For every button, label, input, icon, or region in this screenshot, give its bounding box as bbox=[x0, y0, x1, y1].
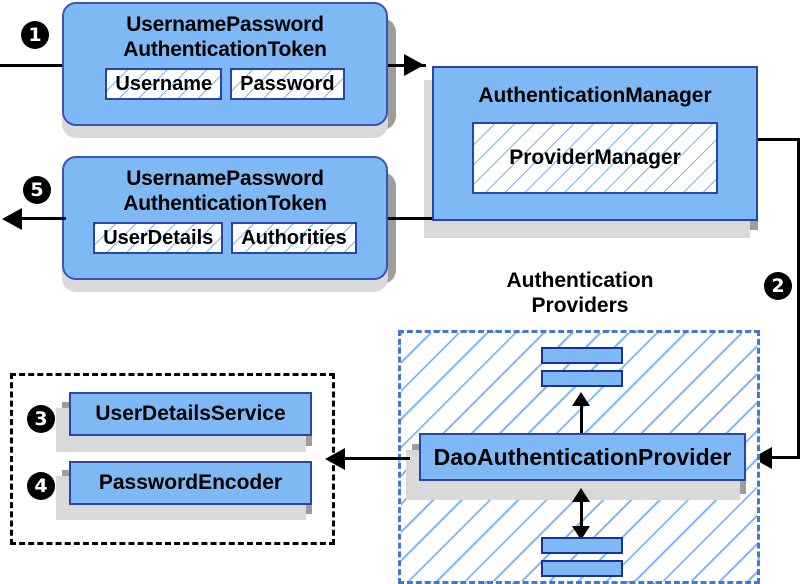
username-password-authentication-token-response[interactable]: UsernamePassword AuthenticationToken Use… bbox=[62, 156, 388, 280]
provider-stub-bottom-2 bbox=[541, 560, 623, 577]
manager-to-provider-top-line bbox=[758, 138, 800, 141]
dao-authentication-provider-label: DaoAuthenticationProvider bbox=[433, 443, 732, 470]
password-encoder-box[interactable]: PasswordEncoder bbox=[69, 461, 312, 505]
provider-stub-top-1 bbox=[541, 347, 623, 364]
badge-1: 1 bbox=[22, 22, 48, 48]
incoming-request-line bbox=[0, 64, 82, 67]
response-out-line bbox=[18, 217, 66, 220]
provider-stub-bottom-connector-arrow-down bbox=[572, 526, 590, 540]
dao-authentication-provider-box[interactable]: DaoAuthenticationProvider bbox=[419, 433, 746, 481]
response-out-arrowhead bbox=[2, 208, 22, 230]
username-slot[interactable]: Username bbox=[105, 68, 223, 100]
token-to-manager-arrowhead bbox=[404, 54, 424, 76]
userdetails-slot[interactable]: UserDetails bbox=[93, 222, 224, 254]
provider-stub-bottom-connector-arrow-up bbox=[572, 488, 590, 502]
manager-to-provider-bottom-line bbox=[768, 456, 800, 459]
manager-to-response-token-line bbox=[388, 217, 432, 220]
badge-4: 4 bbox=[28, 473, 54, 499]
provider-stub-top-connector bbox=[580, 396, 583, 438]
manager-to-provider-vertical-line bbox=[797, 138, 800, 458]
user-details-service-box[interactable]: UserDetailsService bbox=[69, 392, 312, 436]
provider-to-beans-line bbox=[335, 457, 410, 460]
provider-stub-top-connector-arrow-up bbox=[572, 392, 590, 406]
badge-2: 2 bbox=[765, 273, 791, 299]
provider-to-beans-arrowhead bbox=[325, 448, 345, 470]
username-password-authentication-token-request[interactable]: UsernamePassword AuthenticationToken Use… bbox=[62, 2, 388, 126]
badge-3: 3 bbox=[28, 406, 54, 432]
password-slot[interactable]: Password bbox=[230, 68, 345, 100]
provider-stub-bottom-connector bbox=[580, 492, 583, 530]
authentication-providers-caption: Authentication Providers bbox=[506, 269, 654, 317]
user-details-service-label: UserDetailsService bbox=[95, 402, 286, 425]
badge-5: 5 bbox=[24, 177, 50, 203]
provider-manager-label: ProviderManager bbox=[509, 146, 681, 169]
request-token-title: UsernamePassword AuthenticationToken bbox=[123, 13, 327, 61]
response-token-title: UsernamePassword AuthenticationToken bbox=[123, 167, 327, 215]
provider-stub-top-2 bbox=[541, 370, 623, 387]
request-token-slots: Username Password bbox=[105, 68, 345, 100]
provider-manager-box[interactable]: ProviderManager bbox=[472, 122, 718, 194]
provider-stub-bottom-1 bbox=[541, 537, 623, 554]
authentication-manager-box[interactable]: AuthenticationManager ProviderManager bbox=[432, 66, 758, 221]
password-encoder-label: PasswordEncoder bbox=[98, 471, 283, 494]
authentication-manager-title: AuthenticationManager bbox=[478, 84, 712, 107]
response-token-slots: UserDetails Authorities bbox=[93, 222, 357, 254]
authorities-slot[interactable]: Authorities bbox=[231, 222, 357, 254]
